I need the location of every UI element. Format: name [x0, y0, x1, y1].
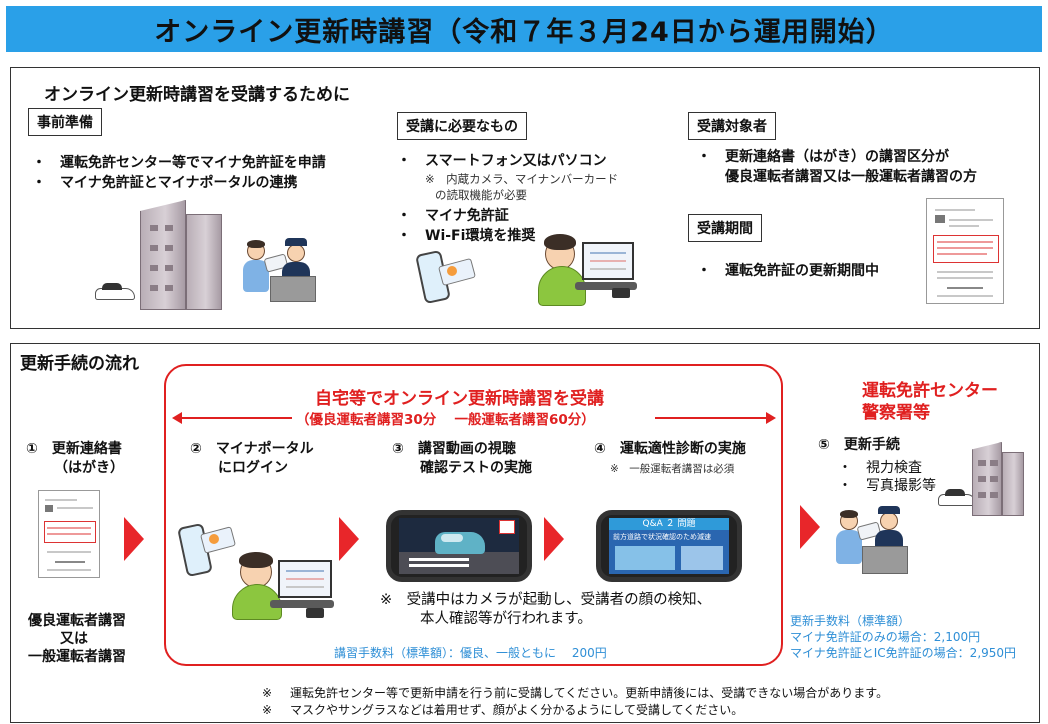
course-excellent: 優良運転者講習: [28, 613, 126, 629]
renewal-postcard-image: [926, 198, 1004, 304]
step-5-item-2: ・ 写真撮影等: [838, 478, 936, 494]
qa-question: 前方道路で状況確認のため減速: [613, 533, 711, 541]
qa-header: Q&A ２ 問題: [609, 518, 729, 530]
flow-arrow-2: [339, 517, 359, 561]
requirements-panel: [10, 67, 1040, 329]
step-2-subtitle: にログイン: [218, 460, 288, 476]
period-item: ・運転免許証の更新期間中: [697, 263, 879, 279]
step-4-note: ※ 一般運転者講習は必須: [610, 463, 735, 475]
center-title-2: 警察署等: [862, 403, 930, 423]
page-title: オンライン更新時講習（令和７年３月24日から運用開始）: [6, 6, 1042, 52]
step-1-subtitle: （はがき）: [54, 460, 124, 476]
requirement-item-2: ・マイナ免許証: [397, 208, 509, 224]
section-heading-prepare: オンライン更新時講習を受講するために: [44, 85, 350, 105]
step-5-item-1: ・ 視力検査: [838, 460, 922, 476]
step-3-subtitle: 確認テストの実施: [420, 460, 532, 476]
requirement-item-3: ・Wi-Fi環境を推奨: [397, 228, 536, 244]
renewal-fee-mynumber-and-ic: マイナ免許証とIC免許証の場合：2,950円: [790, 646, 1017, 660]
requirement-item-1: ・スマートフォン又はパソコン: [397, 153, 607, 169]
video-lesson-device: [386, 510, 532, 582]
label-period: 受講期間: [688, 214, 762, 242]
flow-arrow-3: [544, 517, 564, 561]
step-3-title: ③ 講習動画の視聴: [392, 441, 516, 457]
course-general: 一般運転者講習: [28, 649, 126, 665]
online-course-duration: （優良運転者講習30分 一般運転者講習60分）: [296, 412, 595, 428]
label-preparation: 事前準備: [28, 108, 102, 136]
renewal-fee-mynumber-only: マイナ免許証のみの場合：2,100円: [790, 630, 981, 644]
aptitude-test-device: Q&A ２ 問題 前方道路で状況確認のため減速: [596, 510, 742, 582]
center-title-1: 運転免許センター: [862, 381, 998, 401]
renewal-fee-title: 更新手数料（標準額）: [790, 614, 911, 628]
target-line-1: ・更新連絡書（はがき）の講習区分が: [697, 149, 949, 165]
step-5-title: ⑤ 更新手続: [818, 437, 900, 453]
footer-note-2: ※マスクやサングラスなどは着用せず、顔がよく分かるようにして受講してください。: [262, 703, 744, 717]
flow-arrow-4: [800, 505, 820, 549]
step-1-postcard-image: [38, 490, 100, 578]
step-4-title: ④ 運転適性診断の実施: [594, 441, 746, 457]
camera-note-line-1: ※ 受講中はカメラが起動し、受講者の顔の検知、: [380, 592, 712, 608]
label-target: 受講対象者: [688, 112, 776, 140]
requirement-note-2: の読取機能が必要: [435, 188, 527, 202]
renewal-flow-panel: [10, 343, 1040, 723]
preparation-item-1: ・運転免許センター等でマイナ免許証を申請: [32, 155, 326, 171]
course-or: 又は: [60, 631, 88, 647]
lecture-fee: 講習手数料（標準額）：優良、一般ともに 200円: [334, 646, 607, 660]
step-2-title: ② マイナポータル: [190, 441, 314, 457]
section-heading-flow: 更新手続の流れ: [20, 354, 139, 374]
label-requirements: 受講に必要なもの: [397, 112, 527, 140]
step-1-title: ① 更新連絡書: [26, 441, 122, 457]
online-course-title: 自宅等でオンライン更新時講習を受講: [315, 389, 604, 409]
camera-note-line-2: 本人確認等が行われます。: [420, 611, 592, 627]
requirement-note-1: ※ 内蔵カメラ、マイナンバーカード: [425, 172, 619, 186]
flow-arrow-1: [124, 517, 144, 561]
target-line-2: 優良運転者講習又は一般運転者講習の方: [725, 169, 977, 185]
online-course-frame: [164, 364, 783, 666]
footer-note-1: ※運転免許センター等で更新申請を行う前に受講してください。更新申請後には、受講で…: [262, 686, 889, 700]
preparation-item-2: ・マイナ免許証とマイナポータルの連携: [32, 175, 298, 191]
